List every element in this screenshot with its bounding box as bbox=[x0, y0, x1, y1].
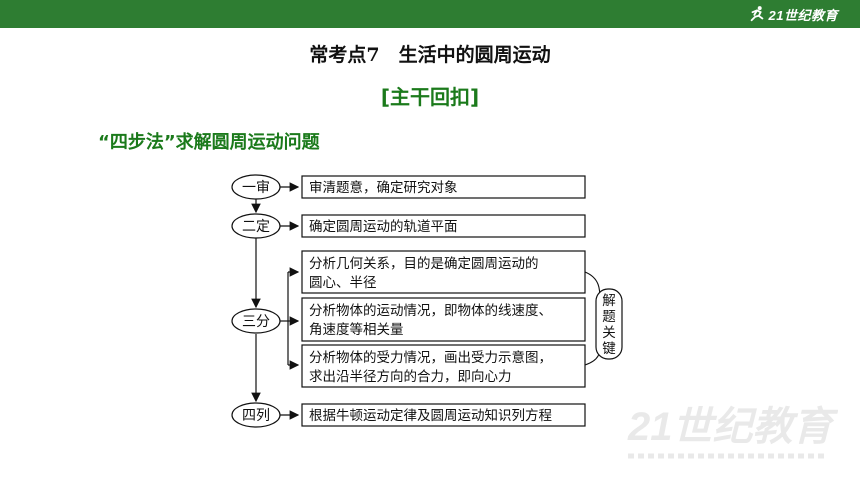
step-box-3c-line1: 分析物体的受力情况，画出受力示意图， bbox=[309, 349, 552, 366]
step-box-2-text: 确定圆周运动的轨道平面 bbox=[309, 219, 458, 235]
side-note-char-2: 题 bbox=[602, 309, 616, 325]
step-box-3b-line1: 分析物体的运动情况，即物体的线速度、 bbox=[309, 303, 552, 319]
runner-icon bbox=[750, 6, 763, 22]
side-note-char-3: 关 bbox=[602, 325, 616, 341]
brand-logo: 21世纪教育 bbox=[748, 4, 838, 24]
step-box-3b-line2: 角速度等相关量 bbox=[309, 321, 404, 338]
step-box-4 bbox=[301, 403, 586, 427]
step-label-2: 二定 bbox=[242, 219, 270, 235]
topic-heading: “四步法”求解圆周运动问题 bbox=[98, 132, 320, 153]
step-box-1-text: 审清题意，确定研究对象 bbox=[309, 179, 458, 196]
step-label-1: 一审 bbox=[242, 180, 270, 196]
side-note-box bbox=[595, 288, 623, 360]
step-box-4-text: 根据牛顿运动定律及圆周运动知识列方程 bbox=[309, 407, 552, 424]
step-box-2 bbox=[301, 214, 586, 238]
step-box-3c-line2: 求出沿半径方向的合力，即向心力 bbox=[309, 369, 512, 385]
section-subtitle: [主干回扣] bbox=[380, 85, 480, 109]
top-bar: 21世纪教育 bbox=[0, 0, 860, 28]
step-box-3c bbox=[301, 344, 586, 388]
logo-text: 21世纪教育 bbox=[768, 7, 838, 23]
watermark-logo: 21世纪教育 bbox=[627, 405, 838, 459]
side-note-char-4: 键 bbox=[602, 341, 616, 357]
step-label-3: 三分 bbox=[242, 314, 270, 330]
step-box-3a-line2: 圆心、半径 bbox=[309, 275, 377, 291]
step-label-4: 四列 bbox=[242, 408, 270, 424]
step-box-3b bbox=[301, 297, 586, 342]
step-box-3a-line1: 分析几何关系，目的是确定圆周运动的 bbox=[309, 256, 539, 272]
watermark-text: 21世纪教育 bbox=[627, 405, 838, 449]
step-box-3a bbox=[301, 250, 586, 294]
side-note-char-1: 解 bbox=[602, 293, 616, 309]
step-box-1 bbox=[301, 175, 586, 199]
page-title: 常考点7 生活中的圆周运动 bbox=[309, 44, 551, 66]
